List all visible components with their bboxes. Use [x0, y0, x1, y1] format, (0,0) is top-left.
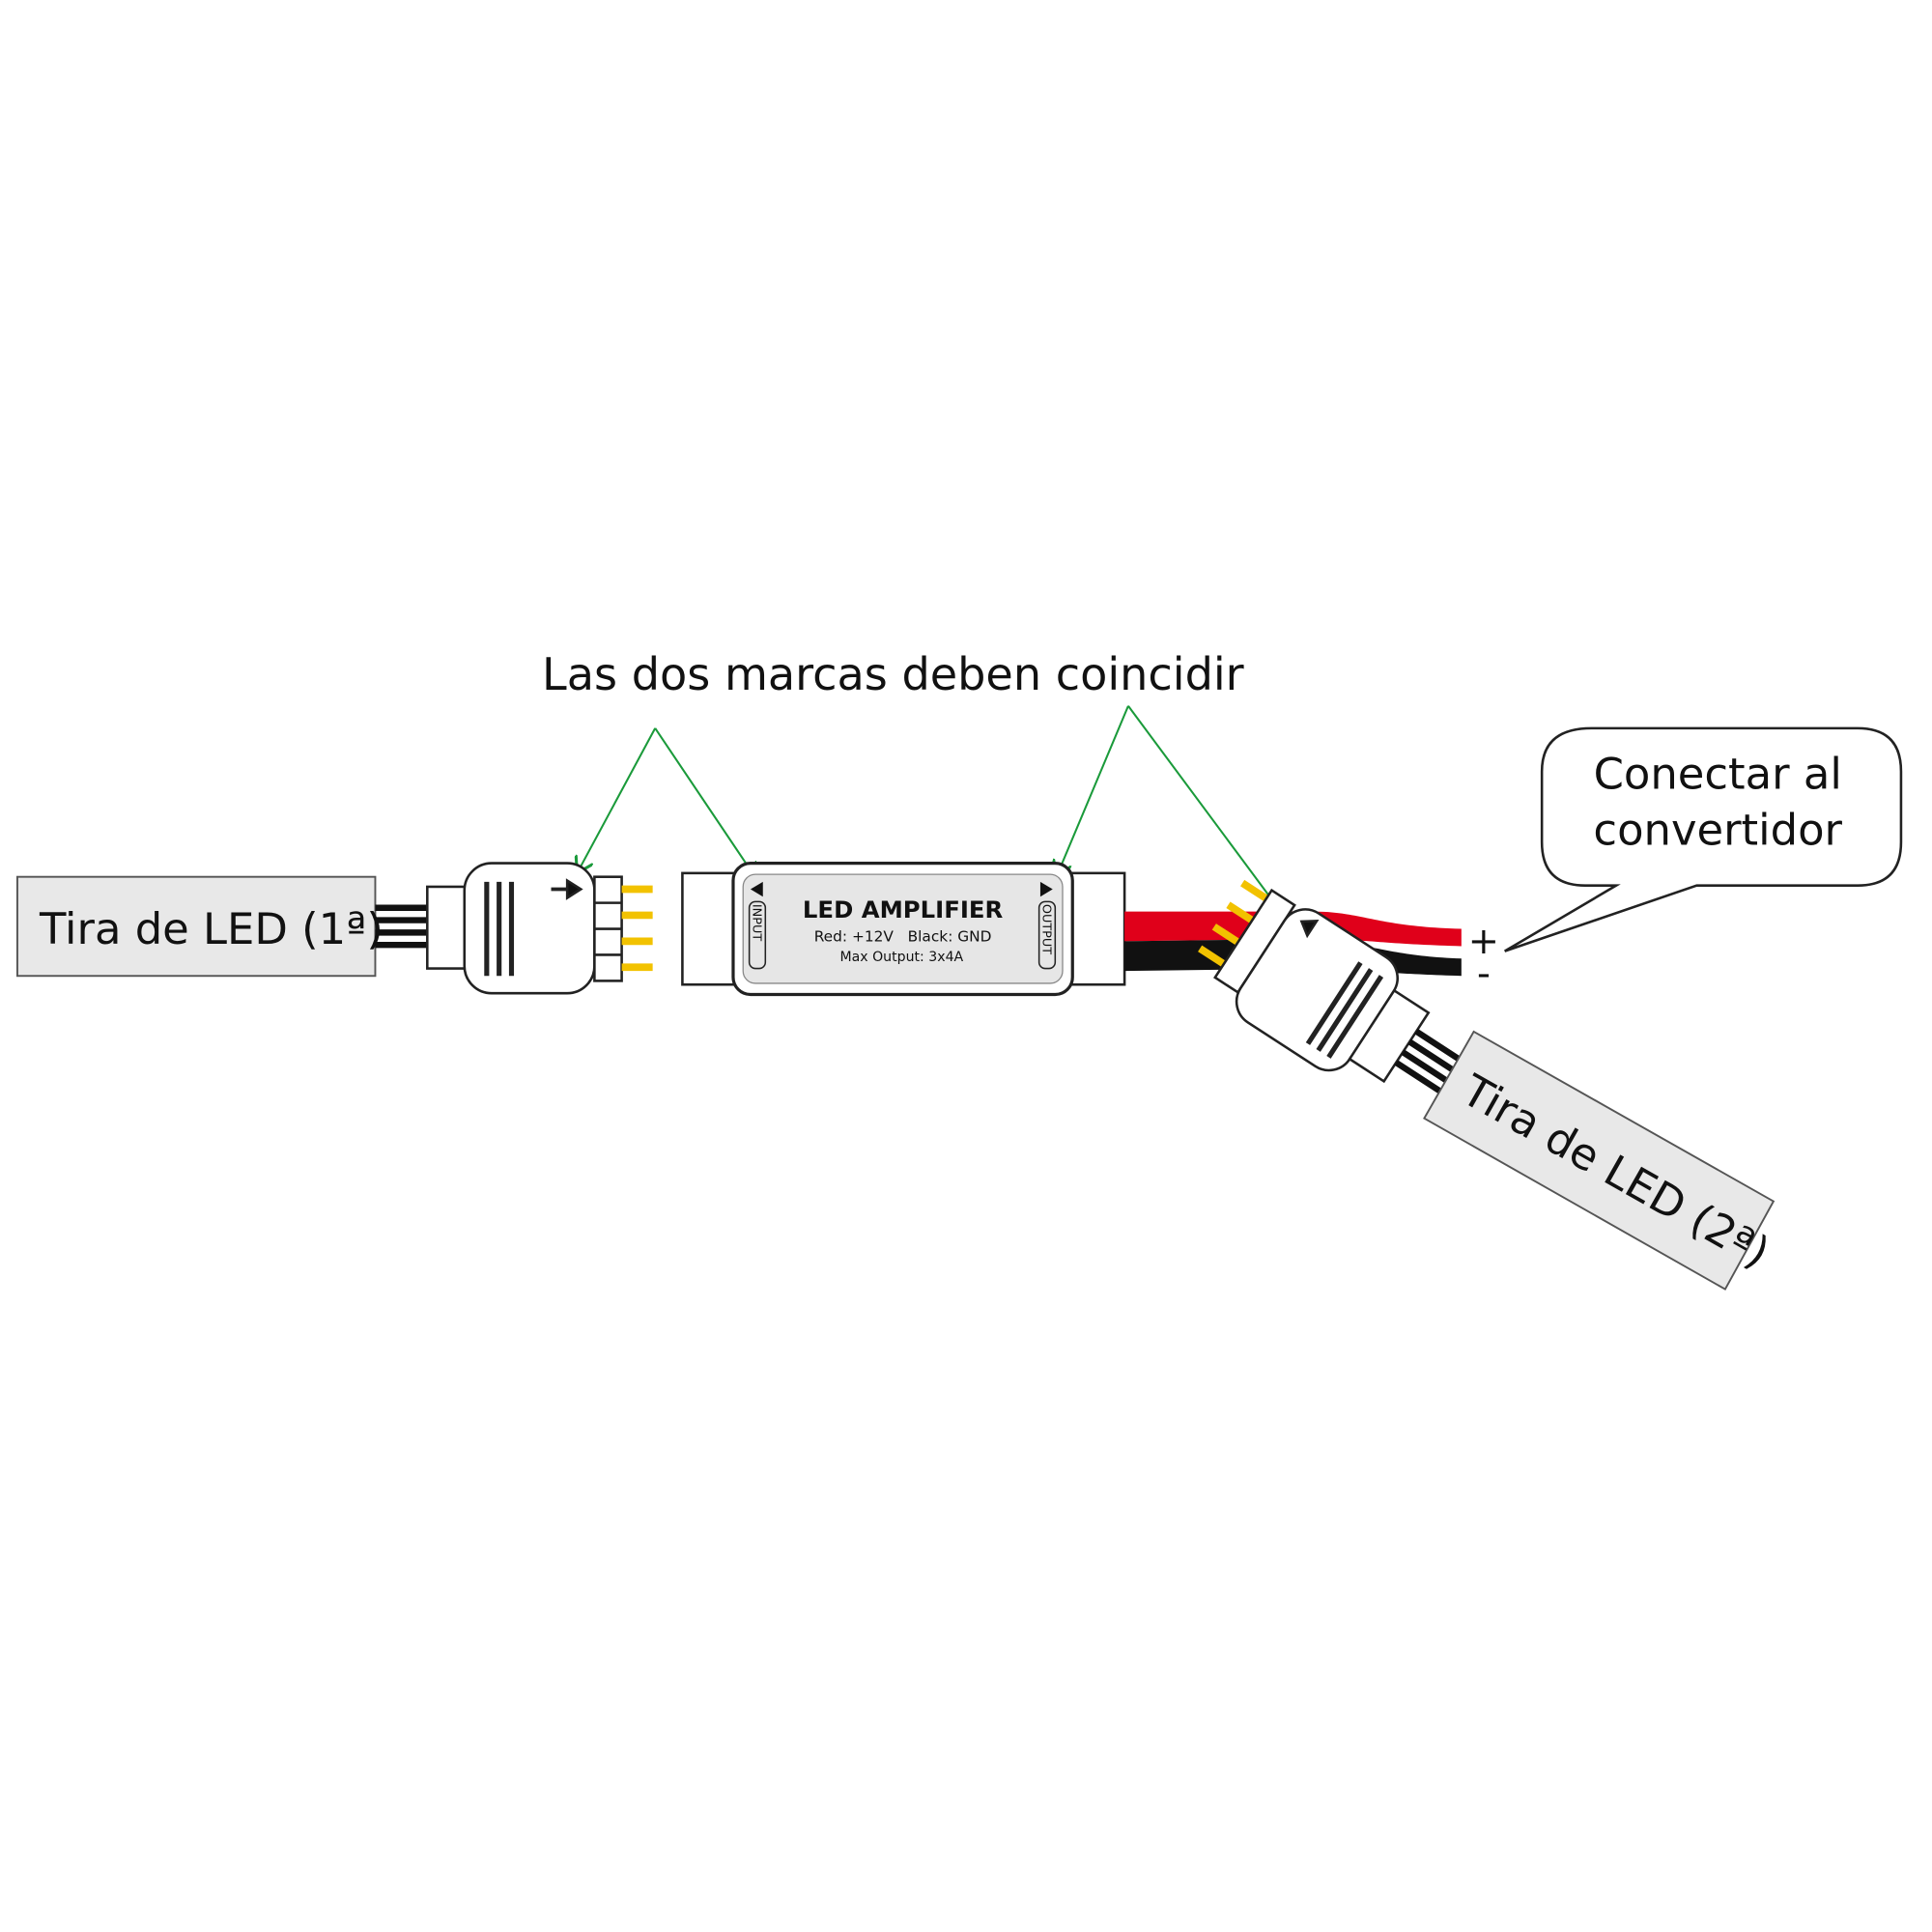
led-amplifier: INPUT OUTPUT LED AMPLIFIER Red: +12V Bla…	[681, 861, 1126, 997]
strip2-label: Tira de LED (2ª)	[1453, 1064, 1778, 1278]
alignment-arrow-icon	[565, 878, 583, 900]
diagram-title: Las dos marcas deben coincidir	[542, 648, 1244, 700]
input-marker-icon	[750, 881, 763, 897]
plus-label: +	[1468, 920, 1499, 963]
arrow-to-input	[654, 727, 756, 879]
green-pointer-arrows	[577, 705, 1295, 931]
alignment-arrow-icon	[1299, 920, 1320, 939]
amplifier-name: LED AMPLIFIER	[803, 895, 1004, 923]
minus-label: -	[1477, 952, 1491, 996]
amplifier-spec-voltage: Red: +12V Black: GND	[814, 927, 992, 945]
connector-1	[426, 862, 653, 995]
callout-bubble: Conectar al convertidor	[1504, 726, 1903, 952]
arrow-to-output	[1057, 705, 1129, 877]
input-label: INPUT	[749, 904, 763, 941]
amplifier-spec-output: Max Output: 3x4A	[839, 950, 963, 965]
output-label: OUTPUT	[1038, 904, 1053, 954]
callout-line-2: convertidor	[1593, 804, 1842, 855]
led-strip-1: Tira de LED (1ª)	[15, 875, 428, 978]
arrow-to-connector1	[577, 727, 657, 873]
arrow-to-connector2	[1127, 705, 1295, 931]
led-strip-2: Tira de LED (2ª)	[1423, 1030, 1778, 1291]
callout-line-1: Conectar al	[1594, 749, 1842, 800]
strip1-label: Tira de LED (1ª)	[39, 903, 384, 954]
output-marker-icon	[1039, 881, 1053, 897]
connector-2	[1198, 879, 1463, 1094]
